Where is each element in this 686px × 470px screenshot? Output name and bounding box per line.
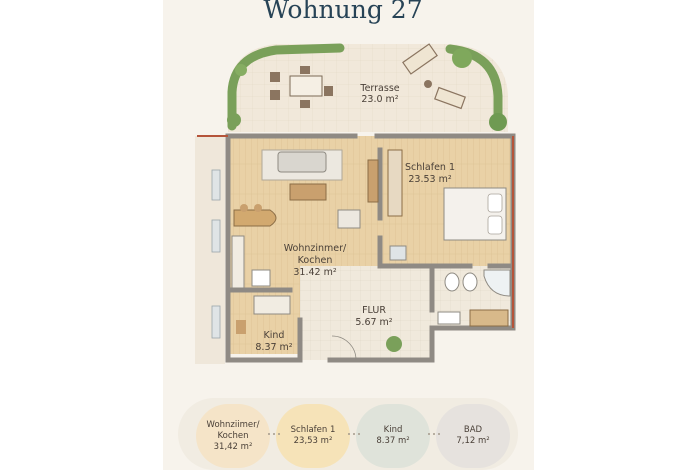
- summary-label-1: Schlafen 1: [290, 425, 336, 435]
- summary-label-2: Kochen: [217, 430, 249, 441]
- divider-dots: [268, 433, 280, 437]
- summary-area: 23,53 m²: [293, 436, 333, 446]
- plant-icon: [452, 48, 472, 68]
- terrace: Terrasse 23.0 m²: [227, 43, 508, 132]
- summary-pill-bedroom: Schlafen 1 23,53 m²: [276, 404, 350, 468]
- living-furniture: [231, 149, 379, 289]
- side-balcony: [195, 136, 225, 364]
- summary-pill-kid: Kind 8.37 m²: [356, 404, 430, 468]
- bath-fixtures: [437, 269, 511, 327]
- summary-area: 8.37 m²: [376, 436, 410, 446]
- kid-furniture: [236, 295, 291, 334]
- living-area: 31.42 m²: [293, 267, 336, 278]
- living-label-2: Kochen: [298, 255, 333, 266]
- page-title: Wohnung 27: [263, 0, 423, 24]
- divider-dots: [348, 433, 360, 437]
- summary-label-1: Wohnziimer/: [206, 419, 260, 430]
- summary-area: 7,12 m²: [456, 436, 490, 446]
- summary-pill-bath: BAD 7,12 m²: [436, 404, 510, 468]
- hall-label: FLUR: [362, 305, 386, 316]
- bedroom-furniture: [387, 149, 507, 261]
- hall-floor: [300, 266, 432, 360]
- summary-label-1: Kind: [383, 425, 403, 435]
- living-label-1: Wohnzinmer/: [284, 243, 347, 254]
- hall-plant-icon: [386, 336, 402, 352]
- kid-area: 8.37 m²: [255, 342, 292, 353]
- terrace-area: 23.0 m²: [361, 94, 398, 105]
- kid-label: Kind: [264, 330, 285, 341]
- bedroom-area: 23.53 m²: [408, 174, 451, 185]
- summary-area: 31,42 m²: [213, 441, 253, 452]
- divider-dots: [428, 433, 440, 437]
- summary-label-1: BAD: [463, 425, 483, 435]
- summary-pill-living: Wohnziimer/ Kochen 31,42 m²: [196, 404, 270, 468]
- hall-area: 5.67 m²: [355, 317, 392, 328]
- terrace-label: Terrasse: [359, 83, 399, 94]
- bedroom-label: Schlafen 1: [405, 162, 455, 173]
